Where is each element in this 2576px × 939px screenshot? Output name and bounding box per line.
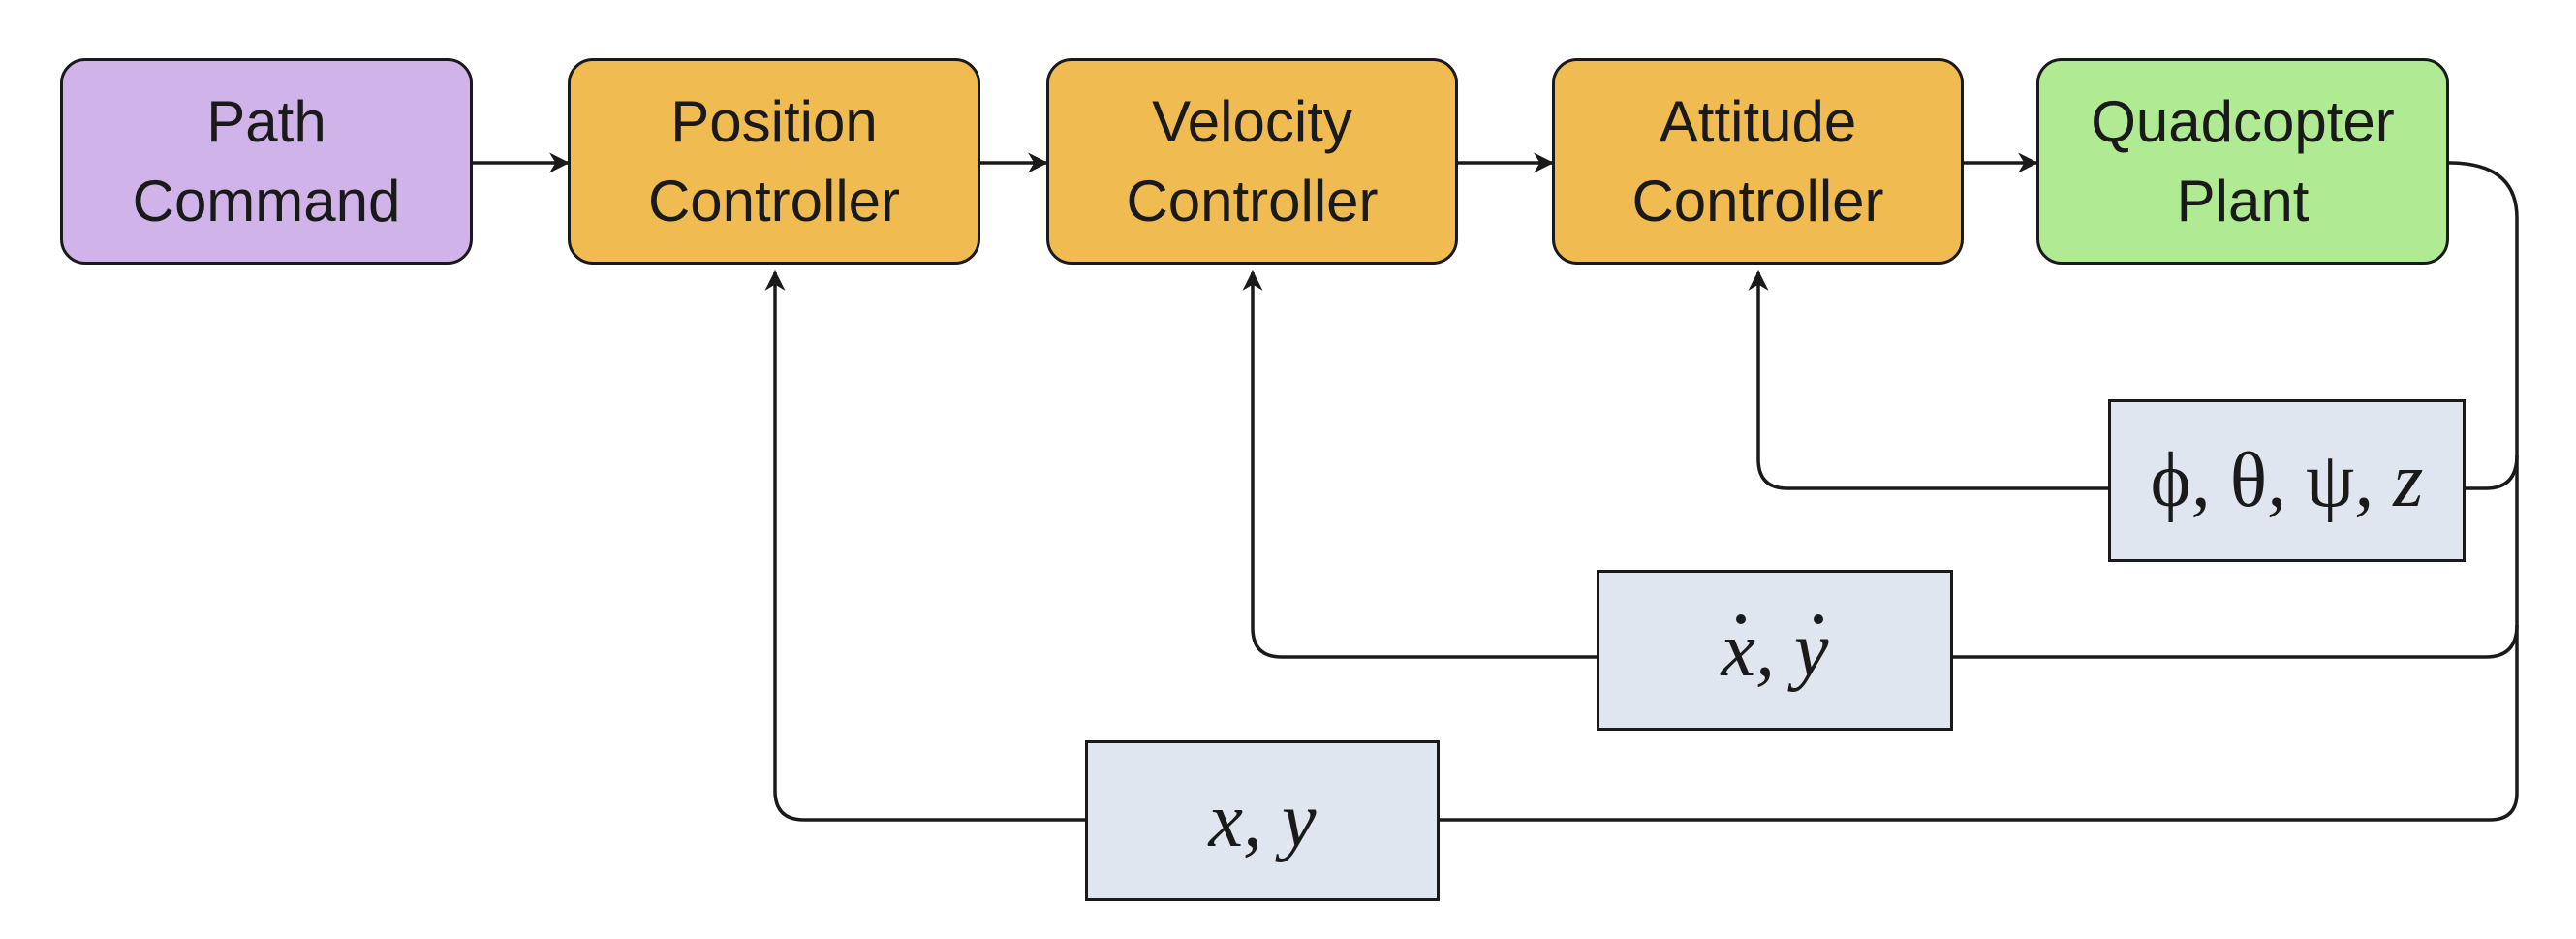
feedback-velocity-box: x, y xyxy=(1597,570,1953,731)
path-command-block: Path Command xyxy=(60,58,473,265)
feedback-position-box: x, y xyxy=(1085,740,1440,901)
feedback-velocity-line-right xyxy=(1953,624,2519,659)
y-dot-symbol: y xyxy=(1794,607,1829,693)
feedback-attitude-box: ϕ, θ, ψ, z xyxy=(2108,399,2466,562)
velocity-controller-label: Velocity Controller xyxy=(1126,88,1379,234)
feedback-attitude-label: ϕ, θ, ψ, z xyxy=(2150,437,2424,523)
feedback-velocity-line-left xyxy=(1242,269,1597,659)
attitude-controller-label: Attitude Controller xyxy=(1631,88,1884,234)
feedback-attitude-line-right xyxy=(2466,454,2519,490)
velocity-controller-block: Velocity Controller xyxy=(1046,58,1458,265)
feedback-attitude-line-left xyxy=(1748,269,2108,490)
feedback-position-label: x, y xyxy=(1208,777,1317,863)
position-controller-label: Position Controller xyxy=(647,88,901,234)
x-dot-symbol: x xyxy=(1721,607,1755,693)
feedback-velocity-label: x, y xyxy=(1721,607,1829,693)
feedback-position-line-left xyxy=(764,269,1085,822)
position-controller-block: Position Controller xyxy=(568,58,980,265)
plant-output-line xyxy=(2448,161,2519,822)
path-command-label: Path Command xyxy=(132,88,401,234)
quadcopter-plant-block: Quadcopter Plant xyxy=(2036,58,2449,265)
attitude-controller-block: Attitude Controller xyxy=(1552,58,1964,265)
quadcopter-plant-label: Quadcopter Plant xyxy=(2091,88,2395,234)
